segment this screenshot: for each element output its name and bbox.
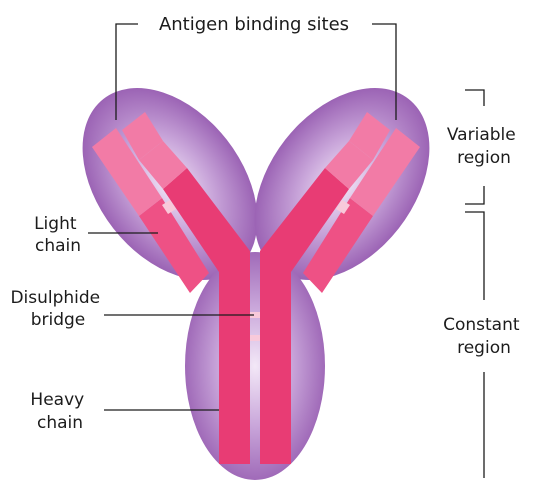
constant-region-bracket-top (465, 212, 484, 300)
variable-region-label-line2: region (457, 148, 511, 168)
antigen-binding-sites-label: Antigen binding sites (159, 14, 349, 35)
antibody-lobes (47, 55, 465, 480)
variable-region-label-line1: Variable (447, 125, 516, 145)
heavy-chain-label-line1: Heavy (30, 390, 84, 410)
variable-region-label: Variable region (447, 125, 521, 168)
variable-region-bracket-top (465, 90, 484, 106)
light-chain-label-line2: chain (35, 236, 81, 256)
disulphide-bridge-stem-lower (250, 335, 260, 341)
constant-region-label: Constant region (443, 315, 525, 358)
heavy-chain-label: Heavy chain (30, 390, 89, 433)
heavy-chain-stem-right (260, 275, 291, 464)
variable-region-callout: Variable region (447, 90, 521, 204)
disulphide-bridge-label-line2: bridge (31, 310, 86, 330)
constant-region-label-line1: Constant (443, 315, 520, 335)
stem-lobe (185, 252, 325, 480)
heavy-chain-stem-left (219, 275, 250, 464)
constant-region-callout: Constant region (443, 212, 525, 478)
constant-region-label-line2: region (457, 338, 511, 358)
disulphide-bridge-label: Disulphide bridge (10, 288, 105, 330)
light-chain-label: Light chain (34, 214, 82, 256)
light-chain-label-line1: Light (34, 214, 77, 234)
heavy-chain-label-line2: chain (37, 413, 83, 433)
disulphide-bridge-label-line1: Disulphide (10, 288, 100, 308)
variable-region-bracket-bottom (465, 186, 484, 204)
